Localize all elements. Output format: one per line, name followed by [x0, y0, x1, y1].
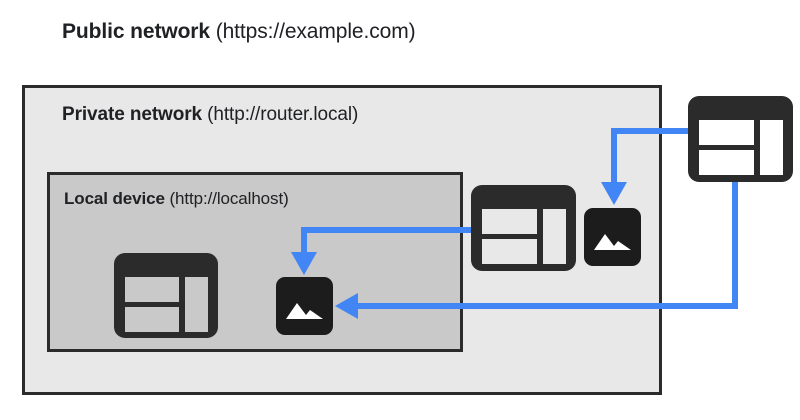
local-device-url: (http://localhost)	[164, 189, 289, 208]
browser-window-icon-local-device	[114, 253, 218, 338]
arrow-private-to-local-image	[291, 227, 471, 275]
browser-window-icon-public-network	[688, 96, 793, 182]
public-network-url: (https://example.com)	[209, 20, 416, 43]
image-icon-private-network	[584, 208, 641, 266]
local-device-label: Local device (http://localhost)	[64, 189, 289, 209]
private-network-url: (http://router.local)	[202, 104, 359, 125]
arrow-public-to-private-image	[601, 128, 688, 205]
local-device-name: Local device	[64, 189, 165, 208]
private-network-name: Private network	[62, 104, 202, 125]
arrow-public-to-local-image	[335, 182, 738, 319]
public-network-name: Public network	[62, 20, 210, 43]
image-icon-local-device	[276, 277, 333, 335]
public-network-label: Public network (https://example.com)	[62, 20, 416, 44]
browser-window-icon-private-network	[471, 185, 576, 271]
private-network-label: Private network (http://router.local)	[62, 104, 358, 126]
